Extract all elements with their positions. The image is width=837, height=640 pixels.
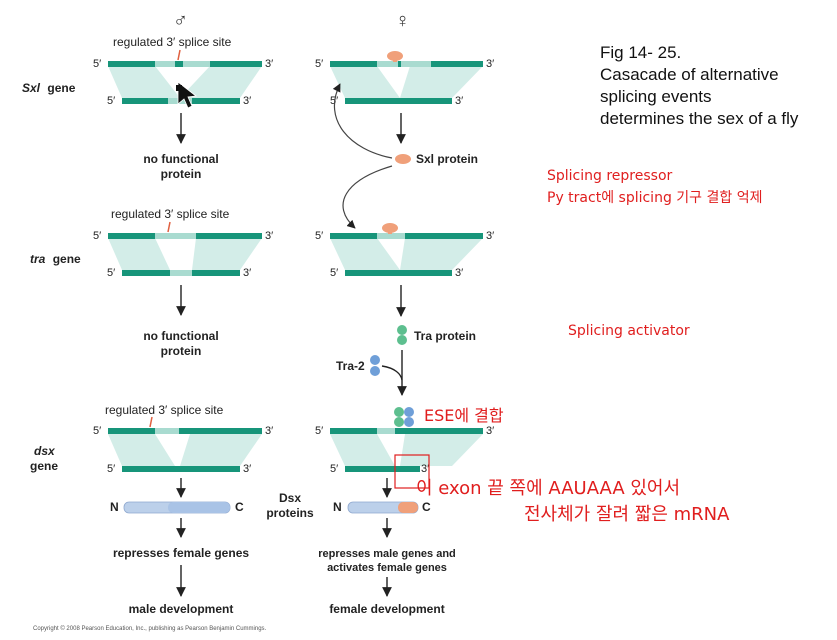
tra-protein-icon	[397, 325, 407, 345]
tra-gene-label: tra gene	[30, 252, 81, 266]
tra2-protein-icon	[370, 355, 380, 376]
dsx-female-outcome: female development	[329, 602, 444, 616]
dsx-proteins-label: proteins	[266, 506, 314, 520]
polya-highlight-box	[394, 454, 430, 489]
mouse-cursor-icon	[176, 81, 198, 109]
caption-line: Fig 14- 25.	[600, 43, 682, 62]
dsx-gene-label: gene	[30, 459, 58, 473]
sxl-protein-bound	[387, 51, 403, 61]
prime3: 3′	[243, 95, 251, 107]
dsx-male-panel: regulated 3′ splice site 5′ 3′ 5′ 3′ N C…	[93, 403, 273, 616]
sxl-male-result: no functional	[143, 152, 218, 166]
tra-male-panel: regulated 3′ splice site 5′ 3′ 5′ 3′ no …	[93, 207, 273, 358]
polya-note-line2: 전사체가 잘려 짧은 mRNA	[524, 504, 730, 525]
ese-note: ESE에 결합	[424, 406, 504, 425]
caption-line: splicing events	[600, 87, 712, 106]
sxl-male-splice-label: regulated 3′ splice site	[113, 35, 232, 49]
sxl-protein-bound	[382, 223, 398, 233]
prime5: 5′	[330, 463, 338, 475]
dsx-gene-label: dsx	[34, 444, 56, 458]
sxl-male-result: protein	[161, 167, 202, 181]
dsx-male-effect: represses female genes	[113, 546, 249, 560]
dsx-female-effect: activates female genes	[327, 562, 447, 574]
polya-note-line1: 이 exon 끝 쪽에 AAUAAA 있어서	[416, 478, 681, 499]
repressor-note-line: Splicing repressor	[547, 168, 673, 184]
prime5: 5′	[93, 58, 101, 70]
sxl-gene-label: Sxl gene	[22, 81, 76, 95]
prime5: 5′	[315, 230, 323, 242]
tra-tra2-complex-icon	[394, 407, 414, 427]
prime3: 3′	[243, 463, 251, 475]
repressor-note-line: Py tract에 splicing 기구 결합 억제	[547, 190, 763, 206]
dsx-male-outcome: male development	[129, 602, 234, 616]
dsx-male-c-label: C	[235, 500, 244, 514]
prime3: 3′	[265, 58, 273, 70]
tra-male-result: protein	[161, 344, 202, 358]
tra-protein-label: Tra protein	[414, 329, 476, 343]
prime5: 5′	[315, 425, 323, 437]
dsx-female-effect: represses male genes and	[318, 548, 456, 560]
caption-line: Casacade of alternative	[600, 65, 779, 84]
tra-male-splice-label: regulated 3′ splice site	[111, 207, 230, 221]
prime3: 3′	[455, 267, 463, 279]
dsx-proteins-label: Dsx	[279, 491, 301, 505]
prime3: 3′	[265, 230, 273, 242]
prime5: 5′	[107, 267, 115, 279]
dsx-female-n-label: N	[333, 500, 342, 514]
prime3: 3′	[486, 230, 494, 242]
prime3: 3′	[243, 267, 251, 279]
prime3: 3′	[486, 58, 494, 70]
prime3: 3′	[486, 425, 494, 437]
prime3: 3′	[455, 95, 463, 107]
prime5: 5′	[315, 58, 323, 70]
prime3: 3′	[421, 463, 429, 475]
activator-note: Splicing activator	[568, 323, 690, 339]
dsx-female-panel: 5′ 3′ 5′ 3′ N C represses male genes and…	[315, 407, 494, 616]
sxl-female-panel: 5′ 3′ 5′ 3′ Sxl protein	[315, 51, 494, 229]
repressor-note: Splicing repressor Py tract에 splicing 기구…	[547, 165, 762, 209]
tra2-label: Tra-2	[336, 359, 365, 373]
prime3: 3′	[265, 425, 273, 437]
dsx-male-splice-label: regulated 3′ splice site	[105, 403, 224, 417]
dsx-male-n-label: N	[110, 500, 119, 514]
figure-caption: Fig 14- 25. Casacade of alternative spli…	[600, 42, 798, 130]
prime5: 5′	[107, 95, 115, 107]
copyright: Copyright © 2008 Pearson Education, Inc.…	[33, 625, 267, 632]
caption-line: determines the sex of a fly	[600, 109, 799, 128]
sxl-protein-icon	[395, 154, 411, 164]
prime5: 5′	[93, 230, 101, 242]
tra-male-result: no functional	[143, 329, 218, 343]
prime5: 5′	[93, 425, 101, 437]
sxl-protein-label: Sxl protein	[416, 152, 478, 166]
female-symbol: ♀	[395, 10, 410, 32]
prime5: 5′	[330, 267, 338, 279]
male-symbol: ♂	[173, 10, 188, 32]
tra-female-panel: 5′ 3′ 5′ 3′ Tra protein Tra-2	[315, 223, 494, 396]
prime5: 5′	[107, 463, 115, 475]
dsx-female-c-label: C	[422, 500, 431, 514]
sxl-male-panel: regulated 3′ splice site 5′ 3′ 5′ 3′ no …	[93, 35, 273, 181]
